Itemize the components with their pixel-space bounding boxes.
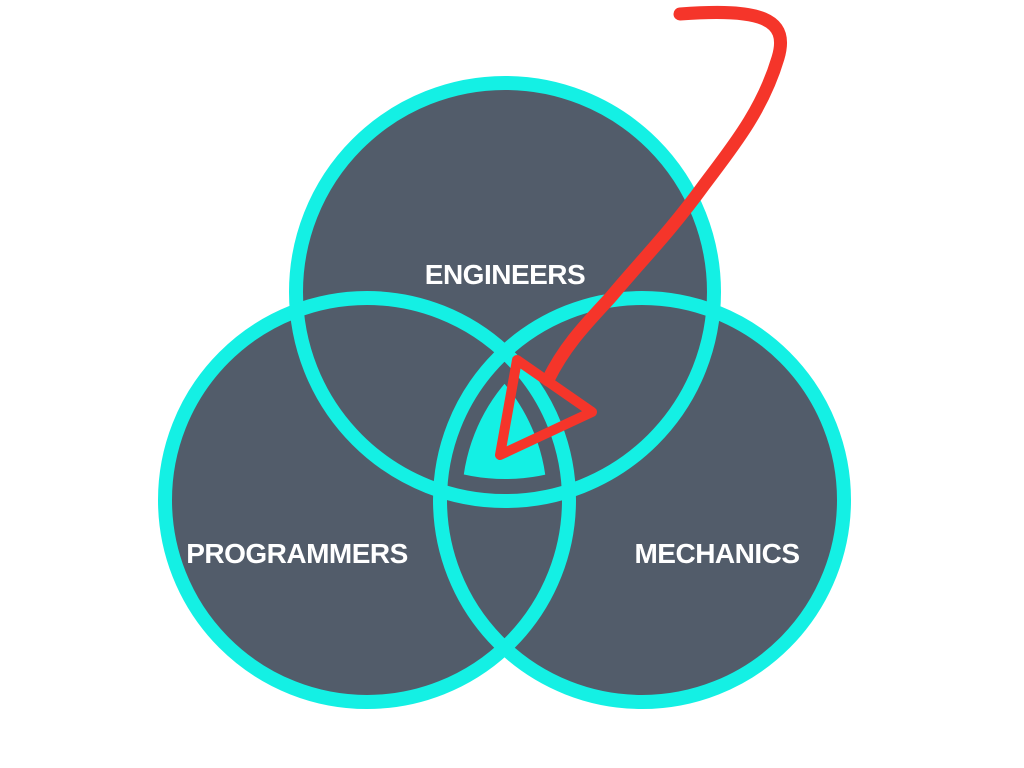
programmers-outline bbox=[158, 291, 576, 709]
red-arrow-annotation bbox=[495, 5, 788, 460]
engineers-label: ENGINEERS bbox=[425, 259, 585, 290]
programmers-label: PROGRAMMERS bbox=[186, 538, 408, 569]
mechanics-outline bbox=[433, 291, 851, 709]
arrow-head-icon bbox=[495, 355, 597, 460]
mechanics-label: MECHANICS bbox=[634, 538, 799, 569]
engineers-outline bbox=[289, 76, 721, 508]
arrow-shaft bbox=[541, 5, 788, 387]
